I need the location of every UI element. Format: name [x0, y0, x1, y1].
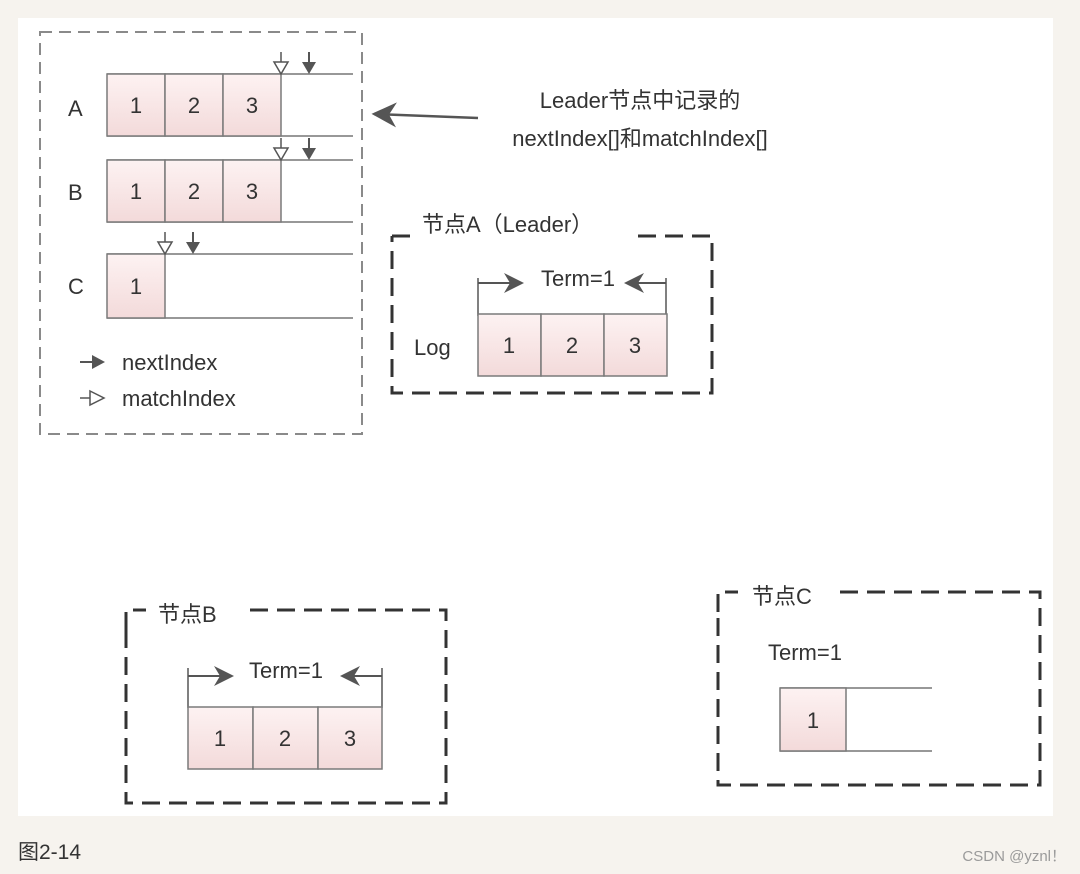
next-index-legend-icon: [92, 355, 105, 369]
cell-value: 1: [130, 274, 142, 299]
cell-value: 2: [188, 93, 200, 118]
cell-value: 2: [279, 726, 291, 751]
match-index-legend-icon: [89, 389, 106, 407]
node-a-log-label: Log: [414, 335, 451, 360]
cell-value: 3: [629, 333, 641, 358]
log-cell: [603, 313, 668, 377]
log-cell: [222, 159, 282, 223]
log-cell: [222, 73, 282, 137]
leader-row-c: C 1: [68, 232, 353, 319]
cell-value: 2: [566, 333, 578, 358]
cell-value: 1: [130, 93, 142, 118]
row-label-c: C: [68, 274, 84, 299]
diagram-canvas: A 1 2 3 B 1 2 3: [18, 18, 1053, 816]
cell-value: 1: [214, 726, 226, 751]
cell-value: 3: [344, 726, 356, 751]
legend-next-index: nextIndex: [122, 350, 217, 375]
cell-value: 2: [188, 179, 200, 204]
log-cell: [106, 253, 166, 319]
log-cell: [164, 159, 224, 223]
leader-index-panel: A 1 2 3 B 1 2 3: [39, 31, 363, 435]
annotation-line-1: Leader节点中记录的: [540, 88, 741, 113]
watermark: CSDN @yznl！: [962, 848, 1066, 865]
log-cell: [317, 706, 383, 770]
node-a-panel: 节点A（Leader） Term=1 Log 1 2 3: [390, 212, 714, 395]
cell-value: 3: [246, 179, 258, 204]
node-b-term: Term=1: [249, 658, 323, 683]
annotation: Leader节点中记录的 nextIndex[]和matchIndex[]: [371, 88, 768, 151]
annotation-arrow-icon: [371, 102, 479, 128]
match-index-marker-icon: [272, 61, 290, 76]
log-cell: [106, 73, 166, 137]
figure-caption: 图2-14: [18, 841, 82, 864]
node-c-title: 节点C: [752, 584, 812, 609]
node-a-term: Term=1: [541, 266, 615, 291]
node-a-border: [390, 234, 714, 395]
row-label-a: A: [68, 96, 83, 121]
leader-panel-border: [39, 31, 363, 435]
annotation-line-2: nextIndex[]和matchIndex[]: [512, 126, 768, 151]
node-a-title: 节点A（Leader）: [422, 212, 593, 237]
cell-value: 1: [807, 708, 819, 733]
node-c-border: [716, 590, 1042, 787]
leader-row-a: A 1 2 3: [68, 52, 353, 137]
row-label-b: B: [68, 180, 83, 205]
log-cell: [540, 313, 605, 377]
node-b-border: [124, 608, 448, 805]
cell-value: 1: [503, 333, 515, 358]
log-cell: [106, 159, 166, 223]
next-index-marker-icon: [186, 242, 200, 254]
match-index-marker-icon: [156, 241, 174, 256]
log-cell: [252, 706, 319, 770]
cell-value: 1: [130, 179, 142, 204]
node-b-title: 节点B: [158, 602, 217, 627]
node-c-term: Term=1: [768, 640, 842, 665]
cell-value: 3: [246, 93, 258, 118]
next-index-marker-icon: [302, 62, 316, 74]
legend-match-index: matchIndex: [122, 386, 236, 411]
legend: nextIndex matchIndex: [80, 350, 236, 411]
next-index-marker-icon: [302, 148, 316, 160]
node-c-panel: 节点C Term=1 1: [716, 584, 1042, 787]
log-cell: [187, 706, 254, 770]
leader-row-b: B 1 2 3: [68, 138, 353, 223]
match-index-marker-icon: [272, 147, 290, 162]
log-cell: [477, 313, 542, 377]
raft-log-diagram: A 1 2 3 B 1 2 3: [39, 31, 1042, 805]
log-cell: [779, 687, 847, 752]
node-b-panel: 节点B Term=1 1 2 3: [124, 602, 448, 805]
